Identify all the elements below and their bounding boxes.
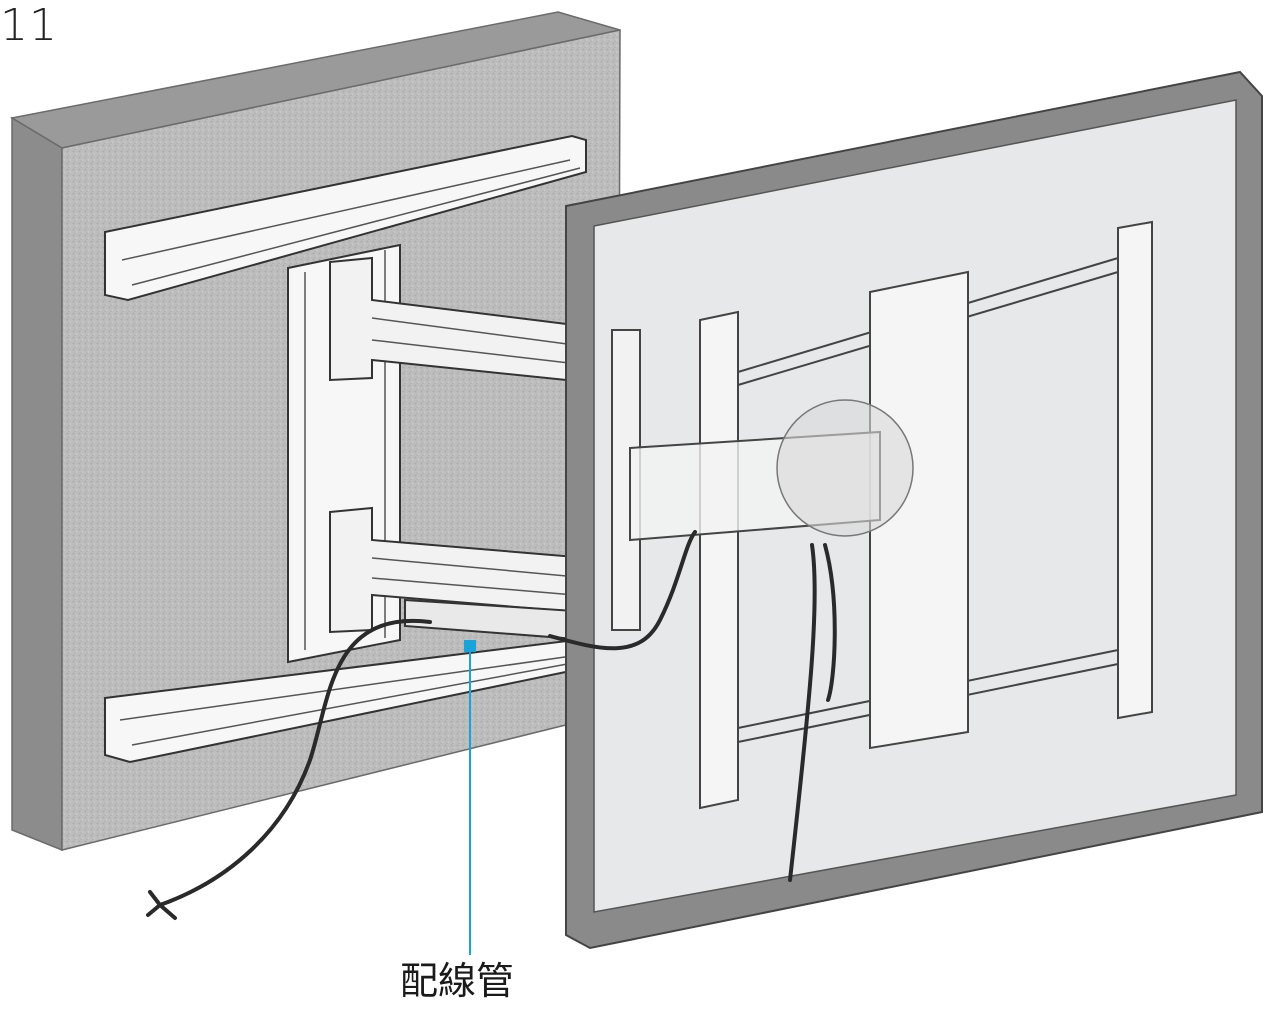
tv-bracket [611, 220, 1153, 810]
detail-circle [776, 399, 914, 537]
left-vertical-bar [699, 310, 739, 810]
top-rail [104, 134, 587, 302]
arm-head [611, 329, 641, 631]
step-number: 11 [0, 0, 58, 51]
cable-duct-label: 配線管 [400, 959, 515, 1003]
wall-cable [158, 618, 432, 907]
callout-pointer [464, 640, 476, 955]
cables [146, 530, 837, 920]
arm-cable [548, 530, 697, 651]
right-vertical-bar [1117, 220, 1153, 720]
wall-left-edge [11, 116, 63, 852]
tv-cable-1 [788, 543, 817, 882]
tv-cable-2 [823, 543, 837, 702]
center-plate [869, 270, 969, 750]
